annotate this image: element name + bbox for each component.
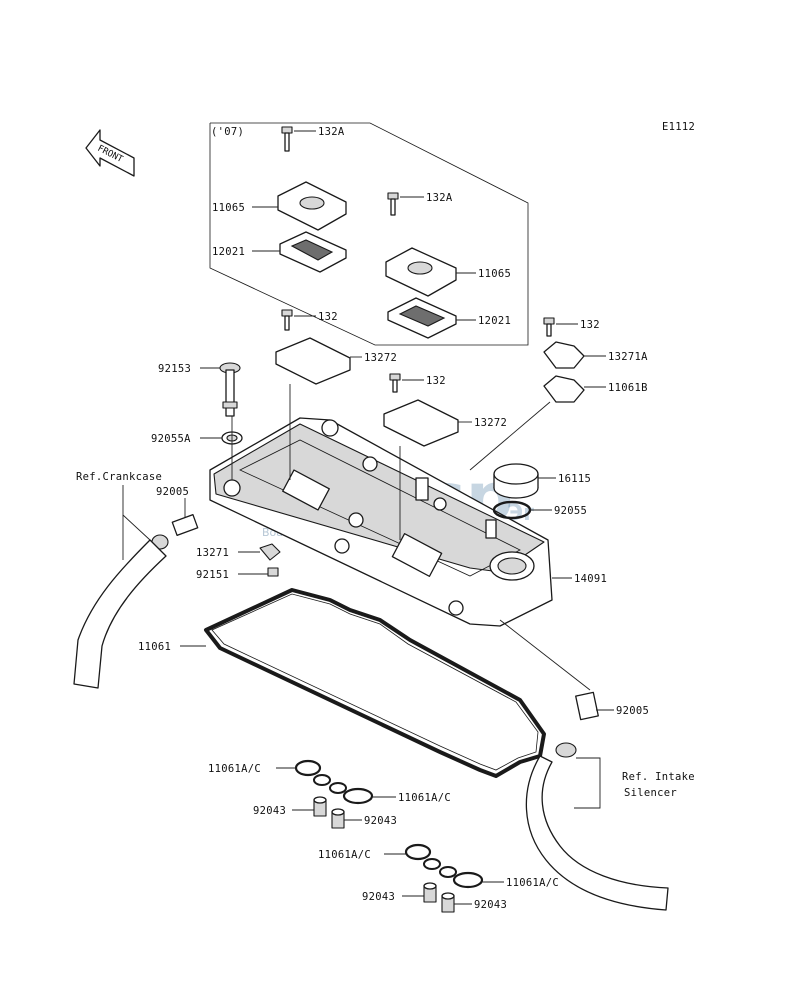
- label-11065-right: 11065: [478, 268, 511, 280]
- fitting-92005-left: [151, 514, 199, 550]
- label-92043-1: 92043: [253, 805, 286, 817]
- label-14091: 14091: [574, 573, 607, 585]
- plate-13271a: [543, 341, 585, 369]
- label-92055: 92055: [554, 505, 587, 517]
- o-ring-small-2: [329, 782, 347, 794]
- label-13271a: 13271A: [608, 351, 648, 363]
- label-11061ac-3: 11061A/C: [318, 849, 371, 861]
- label-92153: 92153: [158, 363, 191, 375]
- label-92043-3: 92043: [362, 891, 395, 903]
- front-arrow-icon: FRONT: [85, 129, 135, 177]
- o-ring-small-4: [439, 866, 457, 878]
- label-ref-intake-2: Silencer: [624, 787, 677, 799]
- label-132a-top: 132A: [318, 126, 345, 138]
- bolt-132-right: [543, 317, 555, 337]
- inset-2007-box: ('07): [209, 122, 529, 346]
- hose-intake: [525, 755, 669, 911]
- bolt-132a-top: [281, 126, 293, 152]
- label-13271: 13271: [196, 547, 229, 559]
- plate-13271-small: [259, 543, 281, 561]
- o-ring-11061ac-4: [452, 871, 484, 889]
- label-11061ac-2: 11061A/C: [398, 792, 451, 804]
- bolt-132a-mid: [387, 192, 399, 216]
- o-ring-11061ac-3: [404, 843, 432, 861]
- fitting-92005-right: [555, 691, 599, 758]
- label-92043-4: 92043: [474, 899, 507, 911]
- cover-plate-11065-left: [277, 181, 347, 231]
- oil-cap-16115: [493, 463, 539, 499]
- gasket-12021-right: [387, 297, 457, 339]
- collar-92043-1: [313, 796, 327, 817]
- label-92005-left: 92005: [156, 486, 189, 498]
- label-13272-center: 13272: [474, 417, 507, 429]
- label-11061b: 11061B: [608, 382, 648, 394]
- label-11061: 11061: [138, 641, 171, 653]
- label-92055a: 92055A: [151, 433, 191, 445]
- hose-crankcase: [73, 539, 167, 689]
- gasket-11061b: [543, 375, 585, 403]
- o-ring-11061ac-2: [342, 787, 374, 805]
- collar-92043-4: [441, 892, 455, 913]
- label-92043-2: 92043: [364, 815, 397, 827]
- label-13272-top: 13272: [364, 352, 397, 364]
- label-11065-left: 11065: [212, 202, 245, 214]
- plate-13272-top: [275, 337, 351, 385]
- year-note: ('07): [211, 126, 244, 138]
- diagram-code: E1112: [662, 121, 695, 133]
- label-12021-right: 12021: [478, 315, 511, 327]
- label-12021-left: 12021: [212, 246, 245, 258]
- label-92005-right: 92005: [616, 705, 649, 717]
- label-16115: 16115: [558, 473, 591, 485]
- bolt-132-left: [281, 309, 293, 331]
- bolt-92151: [267, 567, 279, 577]
- label-11061ac-4: 11061A/C: [506, 877, 559, 889]
- o-ring-small-1: [313, 774, 331, 786]
- collar-92043-3: [423, 882, 437, 903]
- label-92151: 92151: [196, 569, 229, 581]
- label-132-left: 132: [318, 311, 338, 323]
- label-11061ac-1: 11061A/C: [208, 763, 261, 775]
- label-132-right: 132: [580, 319, 600, 331]
- label-132-center: 132: [426, 375, 446, 387]
- label-ref-intake-1: Ref. Intake: [622, 771, 695, 783]
- collar-92043-2: [331, 808, 345, 829]
- label-132a-mid: 132A: [426, 192, 453, 204]
- o-ring-11061ac-1: [294, 759, 322, 777]
- o-ring-small-3: [423, 858, 441, 870]
- gasket-12021-left: [279, 231, 347, 273]
- bolt-132-center: [389, 373, 401, 393]
- plate-13272-center: [383, 399, 459, 447]
- cylinder-head-cover-14091: [209, 417, 553, 627]
- cover-gasket-11061: [204, 588, 546, 778]
- cover-plate-11065-right: [385, 247, 457, 297]
- bolt-92153: [219, 362, 241, 417]
- label-ref-crankcase: Ref.Crankcase: [76, 471, 162, 483]
